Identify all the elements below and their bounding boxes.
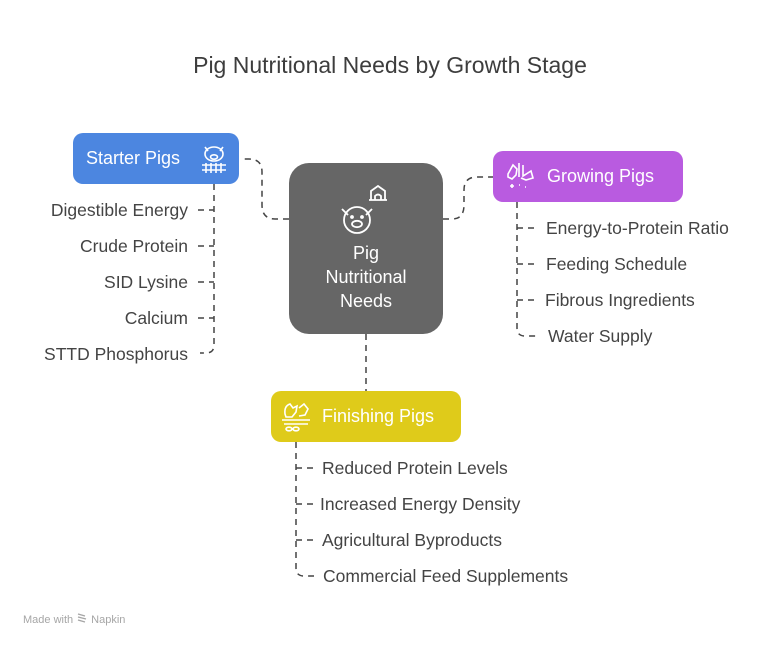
finishing-item: Reduced Protein Levels bbox=[322, 458, 508, 478]
finishing-pig-icon bbox=[280, 400, 312, 437]
growing-item: Feeding Schedule bbox=[546, 254, 688, 274]
connector-center-growing bbox=[443, 176, 493, 220]
starter-pigs-label: Starter Pigs bbox=[86, 148, 181, 168]
footer-credit[interactable]: Made with Napkin bbox=[23, 612, 125, 627]
diagram-title: Pig Nutritional Needs by Growth Stage bbox=[193, 52, 587, 78]
starter-item: Crude Protein bbox=[80, 236, 188, 256]
starter-item: SID Lysine bbox=[104, 272, 188, 292]
starter-pigs-node[interactable]: Starter Pigs bbox=[73, 133, 239, 184]
finishing-item: Agricultural Byproducts bbox=[322, 530, 502, 550]
napkin-logo-icon bbox=[76, 612, 88, 627]
starter-item: Digestible Energy bbox=[50, 200, 188, 220]
finishing-pigs-label: Finishing Pigs bbox=[322, 406, 435, 426]
starter-item: Calcium bbox=[124, 308, 188, 328]
finishing-item: Increased Energy Density bbox=[320, 494, 521, 514]
growing-item: Water Supply bbox=[548, 326, 653, 346]
growing-item: Energy-to-Protein Ratio bbox=[546, 218, 729, 238]
growing-pigs-label: Growing Pigs bbox=[547, 166, 655, 186]
pig-with-house-icon bbox=[339, 184, 393, 240]
growing-spine bbox=[516, 202, 537, 337]
starter-item: STTD Phosphorus bbox=[44, 344, 188, 364]
connector-center-starter bbox=[240, 158, 289, 220]
growing-pig-icon bbox=[504, 160, 536, 197]
central-node-label: Pig Nutritional Needs bbox=[325, 243, 407, 311]
made-with-text: Made with bbox=[23, 613, 74, 626]
finishing-pigs-node[interactable]: Finishing Pigs bbox=[271, 391, 461, 442]
finishing-item: Commercial Feed Supplements bbox=[323, 566, 569, 586]
finishing-spine bbox=[295, 442, 314, 577]
napkin-brand-text: Napkin bbox=[91, 613, 126, 626]
growing-pigs-node[interactable]: Growing Pigs bbox=[493, 151, 683, 202]
pig-fence-icon bbox=[199, 142, 229, 179]
central-node[interactable]: Pig Nutritional Needs bbox=[289, 163, 443, 334]
growing-item: Fibrous Ingredients bbox=[545, 290, 695, 310]
starter-spine bbox=[200, 184, 215, 354]
